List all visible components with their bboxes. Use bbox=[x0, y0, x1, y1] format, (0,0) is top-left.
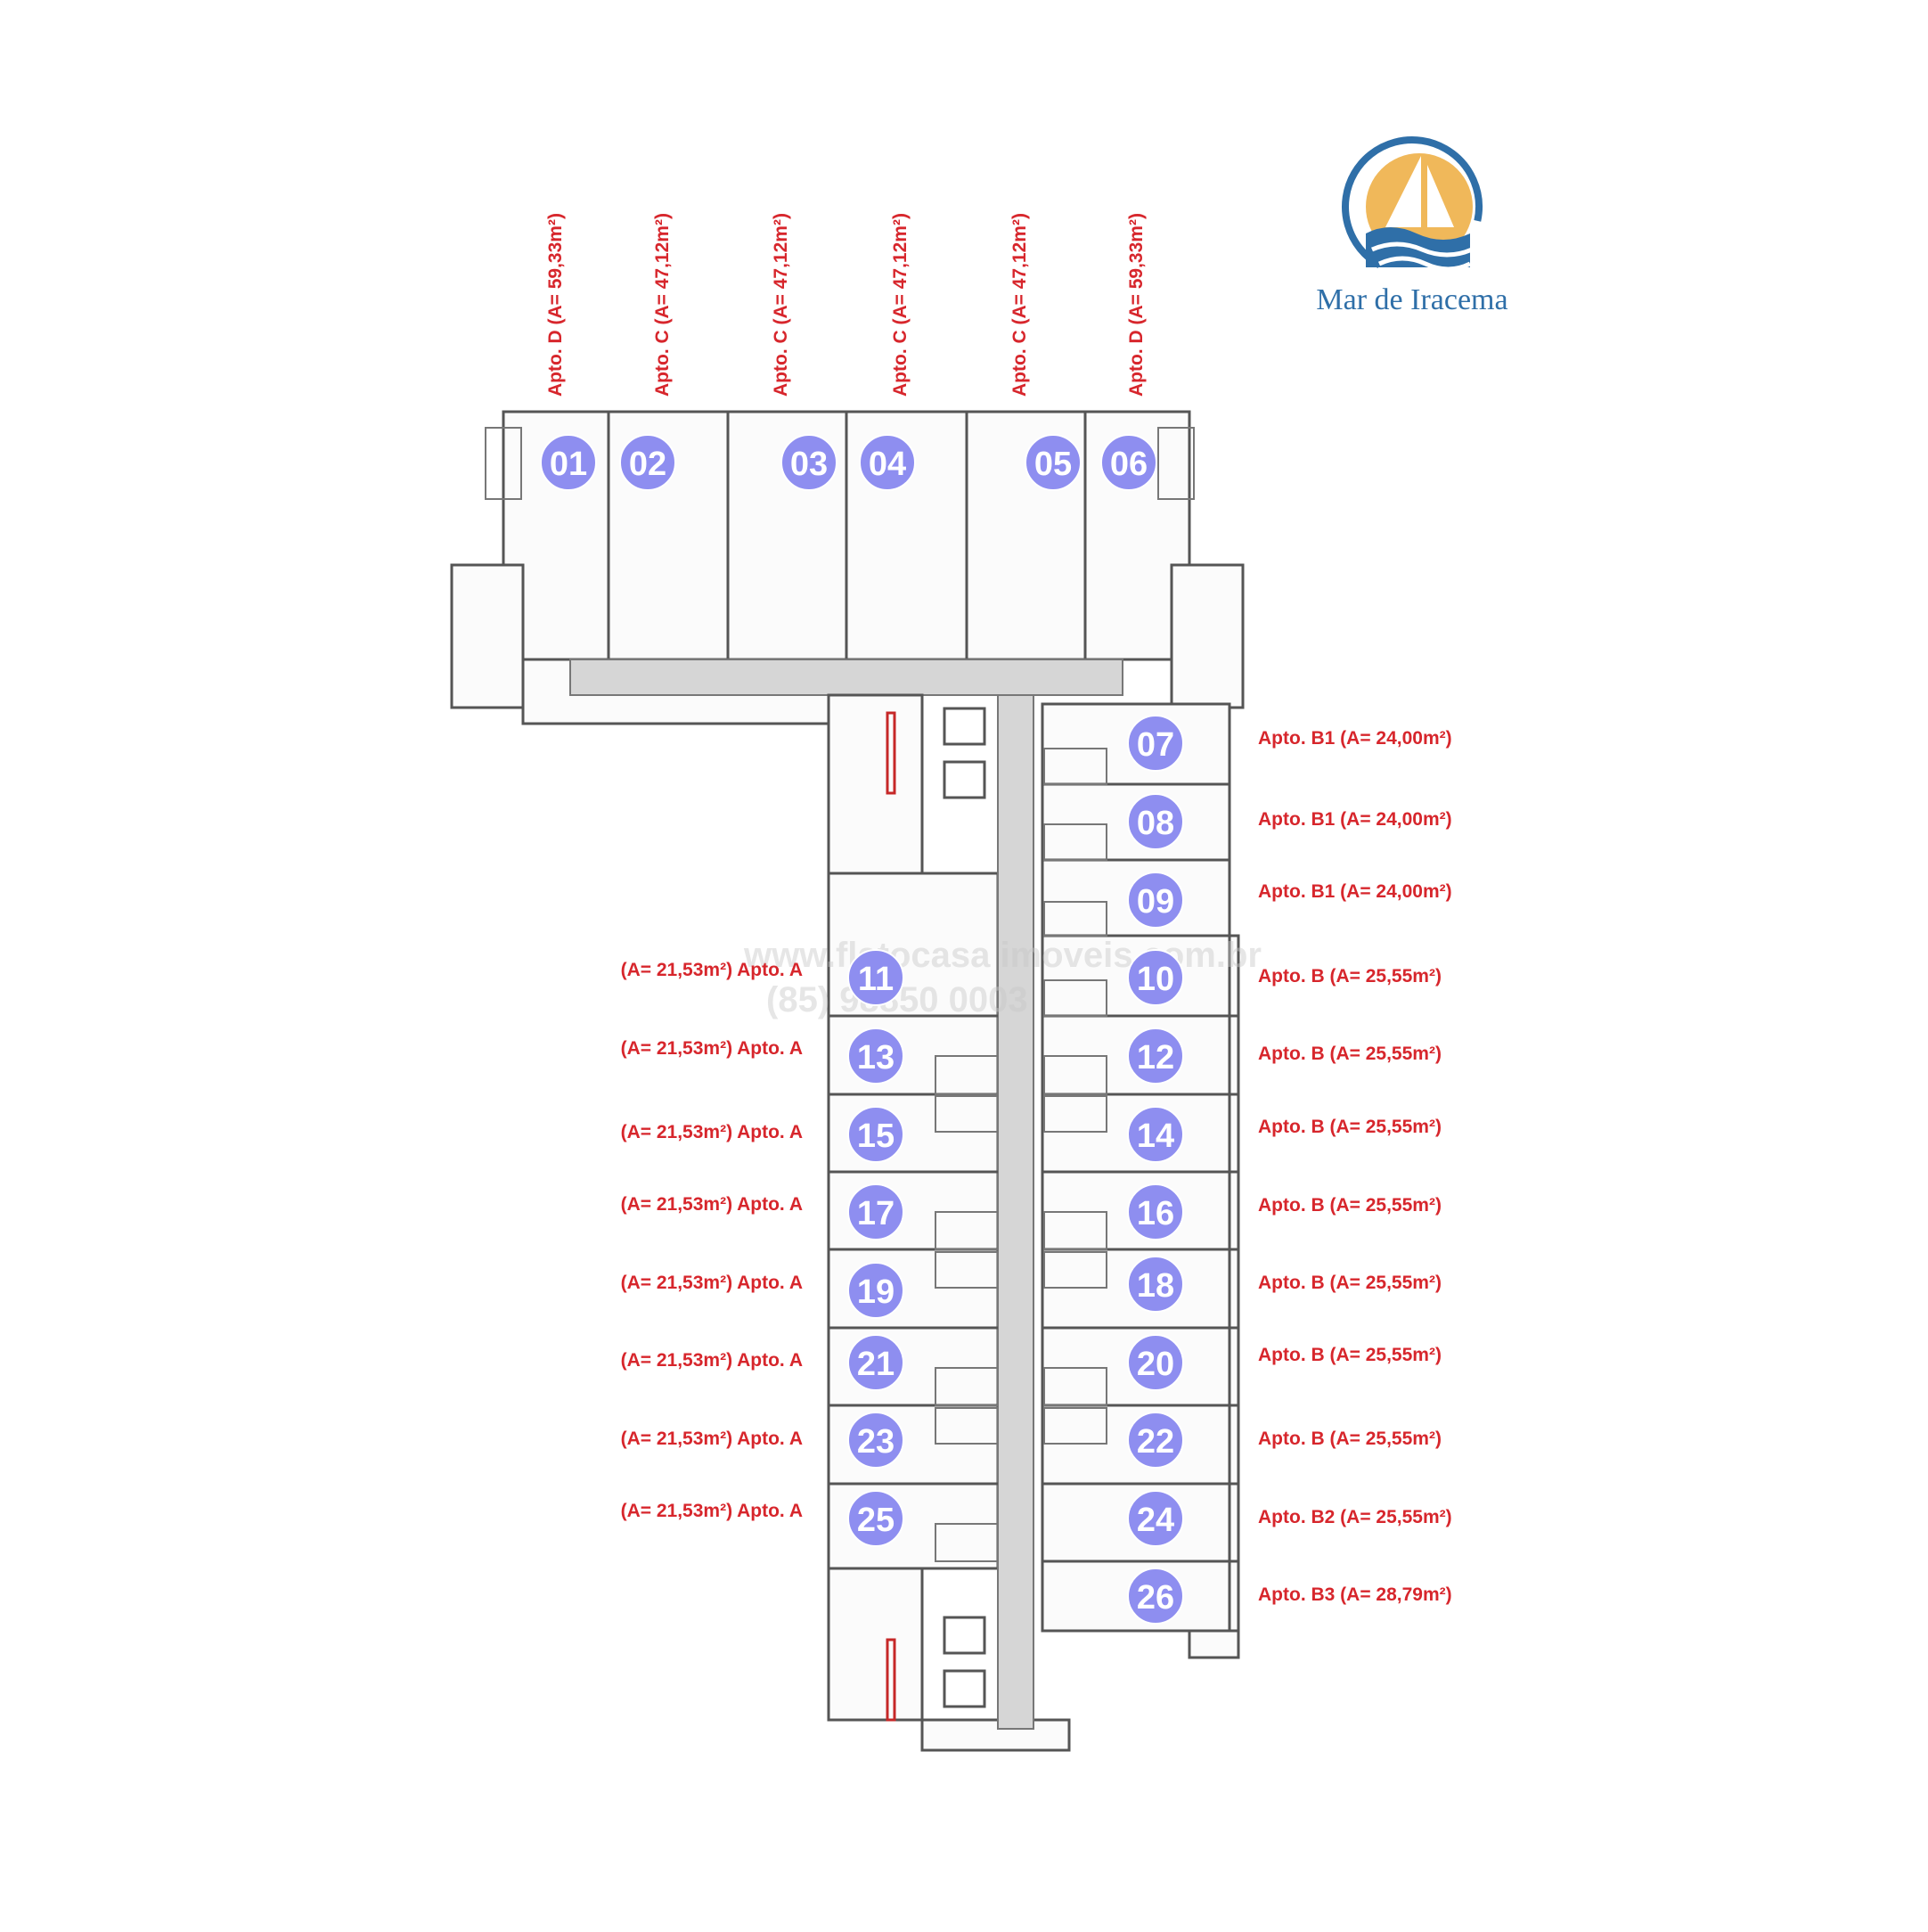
label-unit-03: Apto. C (A= 47,12m²) bbox=[771, 213, 791, 397]
bathroom-fixtures bbox=[485, 427, 1195, 1562]
unit-badge-22[interactable]: 22 bbox=[1127, 1412, 1184, 1469]
label-unit-08: Apto. B1 (A= 24,00m²) bbox=[1258, 809, 1452, 830]
unit-badge-16[interactable]: 16 bbox=[1127, 1183, 1184, 1240]
unit-badge-24[interactable]: 24 bbox=[1127, 1490, 1184, 1547]
label-unit-18: Apto. B (A= 25,55m²) bbox=[1258, 1273, 1442, 1293]
label-unit-13: (A= 21,53m²) Apto. A bbox=[620, 1038, 803, 1059]
unit-badge-07[interactable]: 07 bbox=[1127, 715, 1184, 772]
label-unit-21: (A= 21,53m²) Apto. A bbox=[620, 1350, 803, 1371]
unit-badge-23[interactable]: 23 bbox=[847, 1412, 904, 1469]
unit-badge-10[interactable]: 10 bbox=[1127, 949, 1184, 1006]
unit-badge-26[interactable]: 26 bbox=[1127, 1568, 1184, 1625]
label-unit-20: Apto. B (A= 25,55m²) bbox=[1258, 1345, 1442, 1365]
unit-badge-05[interactable]: 05 bbox=[1025, 434, 1082, 491]
label-unit-01: Apto. D (A= 59,33m²) bbox=[545, 213, 566, 397]
label-unit-04: Apto. C (A= 47,12m²) bbox=[890, 213, 911, 397]
label-unit-11: (A= 21,53m²) Apto. A bbox=[620, 960, 803, 980]
label-unit-16: Apto. B (A= 25,55m²) bbox=[1258, 1195, 1442, 1216]
unit-badge-06[interactable]: 06 bbox=[1100, 434, 1157, 491]
brand-logo bbox=[1342, 136, 1483, 277]
corridor-vertical bbox=[997, 694, 1034, 1730]
watermark-url: www.flatocasa imoveis.com.br bbox=[744, 936, 1262, 975]
unit-badge-17[interactable]: 17 bbox=[847, 1183, 904, 1240]
label-unit-24: Apto. B2 (A= 25,55m²) bbox=[1258, 1507, 1452, 1527]
label-unit-15: (A= 21,53m²) Apto. A bbox=[620, 1122, 803, 1142]
label-unit-02: Apto. C (A= 47,12m²) bbox=[652, 213, 673, 397]
unit-badge-09[interactable]: 09 bbox=[1127, 872, 1184, 929]
label-unit-22: Apto. B (A= 25,55m²) bbox=[1258, 1429, 1442, 1449]
label-unit-25: (A= 21,53m²) Apto. A bbox=[620, 1501, 803, 1521]
brand-name: Mar de Iracema bbox=[1316, 283, 1508, 316]
label-unit-12: Apto. B (A= 25,55m²) bbox=[1258, 1044, 1442, 1064]
unit-badge-14[interactable]: 14 bbox=[1127, 1106, 1184, 1163]
unit-badge-03[interactable]: 03 bbox=[780, 434, 837, 491]
unit-badge-12[interactable]: 12 bbox=[1127, 1027, 1184, 1085]
unit-badge-18[interactable]: 18 bbox=[1127, 1256, 1184, 1313]
unit-badge-13[interactable]: 13 bbox=[847, 1027, 904, 1085]
label-unit-26: Apto. B3 (A= 28,79m²) bbox=[1258, 1584, 1452, 1605]
unit-badge-19[interactable]: 19 bbox=[847, 1262, 904, 1319]
label-unit-17: (A= 21,53m²) Apto. A bbox=[620, 1194, 803, 1215]
unit-badge-08[interactable]: 08 bbox=[1127, 793, 1184, 850]
label-unit-19: (A= 21,53m²) Apto. A bbox=[620, 1273, 803, 1293]
unit-badge-21[interactable]: 21 bbox=[847, 1334, 904, 1391]
unit-badge-15[interactable]: 15 bbox=[847, 1106, 904, 1163]
unit-badge-02[interactable]: 02 bbox=[619, 434, 676, 491]
label-unit-10: Apto. B (A= 25,55m²) bbox=[1258, 966, 1442, 986]
corridor-horizontal bbox=[569, 659, 1123, 696]
label-unit-06: Apto. D (A= 59,33m²) bbox=[1126, 213, 1147, 397]
label-unit-05: Apto. C (A= 47,12m²) bbox=[1009, 213, 1030, 397]
unit-badge-01[interactable]: 01 bbox=[540, 434, 597, 491]
label-unit-14: Apto. B (A= 25,55m²) bbox=[1258, 1117, 1442, 1137]
unit-badge-04[interactable]: 04 bbox=[859, 434, 916, 491]
unit-badge-25[interactable]: 25 bbox=[847, 1490, 904, 1547]
stairs-elevators bbox=[886, 707, 986, 1722]
unit-badge-20[interactable]: 20 bbox=[1127, 1334, 1184, 1391]
label-unit-07: Apto. B1 (A= 24,00m²) bbox=[1258, 728, 1452, 749]
label-unit-09: Apto. B1 (A= 24,00m²) bbox=[1258, 881, 1452, 902]
label-unit-23: (A= 21,53m²) Apto. A bbox=[620, 1429, 803, 1449]
unit-badge-11[interactable]: 11 bbox=[847, 949, 904, 1006]
